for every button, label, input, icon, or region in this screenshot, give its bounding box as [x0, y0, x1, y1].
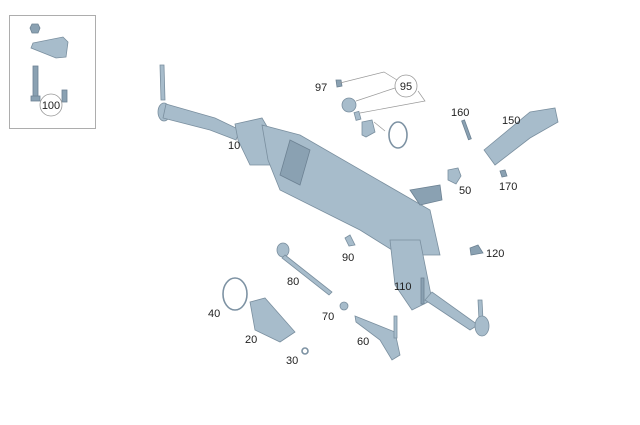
callout-70[interactable]: 70	[322, 311, 334, 323]
callout-100[interactable]: 100	[39, 93, 63, 117]
other-parts	[222, 107, 559, 361]
callout-20[interactable]: 20	[245, 334, 257, 346]
callout-160[interactable]: 160	[451, 107, 469, 119]
svg-text:100: 100	[42, 100, 60, 112]
callout-120[interactable]: 120	[486, 248, 504, 260]
callout-40[interactable]: 40	[208, 308, 220, 320]
callout-30[interactable]: 30	[286, 355, 298, 367]
callout-50[interactable]: 50	[459, 185, 471, 197]
callout-170[interactable]: 170	[499, 181, 517, 193]
callout-80[interactable]: 80	[287, 276, 299, 288]
steering-rack-assembly	[157, 64, 490, 337]
kit-95-parts	[335, 71, 426, 149]
callout-150[interactable]: 150	[502, 115, 520, 127]
callout-95[interactable]: 95	[394, 74, 418, 98]
svg-text:95: 95	[400, 81, 412, 93]
callout-60[interactable]: 60	[357, 336, 369, 348]
kit-100-box	[9, 15, 96, 129]
callout-90[interactable]: 90	[342, 252, 354, 264]
callout-97[interactable]: 97	[315, 82, 327, 94]
callout-10[interactable]: 10	[228, 140, 240, 152]
callout-110[interactable]: 110	[394, 281, 412, 293]
callout-labels: 10 20 30 40 50 60 70 80 90 97 110 120 15…	[208, 82, 520, 367]
